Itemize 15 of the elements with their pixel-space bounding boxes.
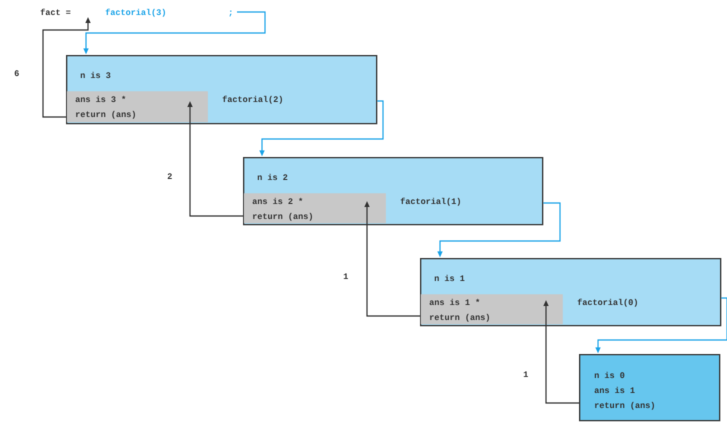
variable-box: ans is 2 * return (ans) xyxy=(244,193,386,224)
edge-label: 1 xyxy=(524,371,528,377)
code-text: fact = xyxy=(40,8,70,16)
call-text: factorial(2) xyxy=(222,96,282,104)
variable-box: ans is 1 * return (ans) xyxy=(420,294,563,324)
frame-box: n is 0 ans is 1 return (ans) xyxy=(579,354,720,422)
call-text: factorial(1) xyxy=(400,198,460,206)
call-text: factorial(0) xyxy=(578,298,637,307)
code-text: factorial(3) xyxy=(106,8,165,17)
edge-label: 2 xyxy=(168,173,172,179)
code-text: ; xyxy=(230,10,232,16)
edge-label: 6 xyxy=(14,70,19,76)
edge-label: 1 xyxy=(344,273,348,279)
variable-box: ans is 3 * return (ans) xyxy=(66,91,208,122)
node-text: fact = factorial(3) ; xyxy=(40,8,232,17)
